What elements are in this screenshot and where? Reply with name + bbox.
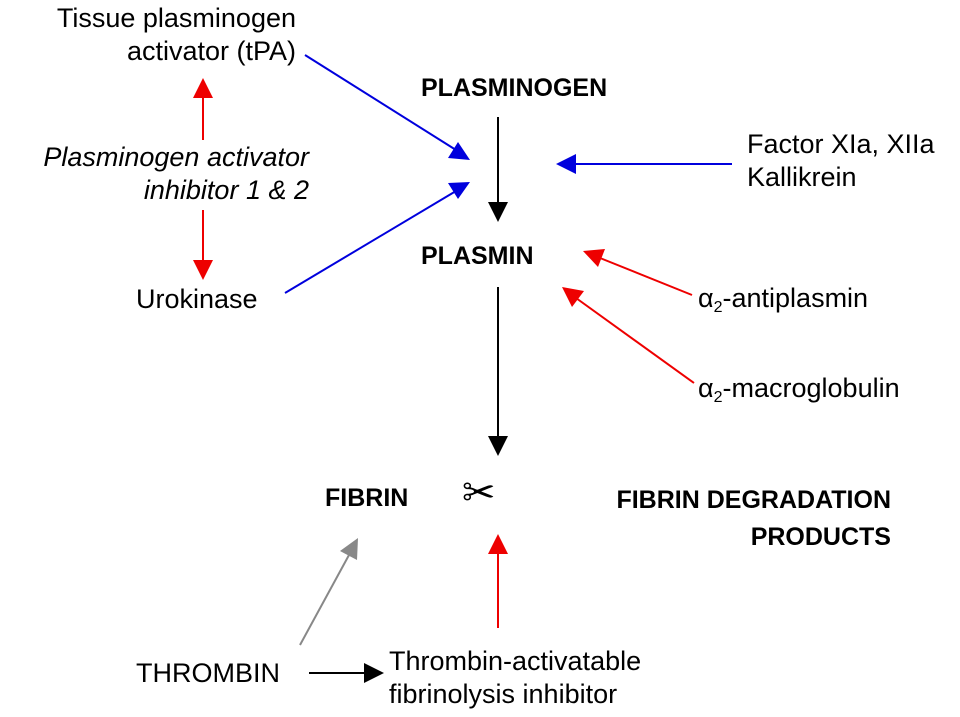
pai-label: Plasminogen activator inhibitor 1 & 2	[43, 142, 309, 205]
factors-label: Factor XIa, XIIa Kallikrein	[747, 129, 935, 192]
urokinase-label: Urokinase	[136, 284, 258, 314]
plasmin-label: PLASMIN	[421, 242, 534, 270]
arrow-antiplasmin-to-plasmin	[583, 249, 693, 296]
arrow-tpa-to-plasmin	[304, 54, 470, 160]
arrow-thrombin-to-fibrin	[299, 538, 358, 646]
arrow-factors-to-plasmin	[556, 154, 732, 174]
arrow-plasmin-to-fibrin	[488, 287, 508, 456]
fibrin-label: FIBRIN	[325, 484, 409, 512]
thrombin-label: THROMBIN	[136, 658, 280, 688]
arrow-macroglobulin-to-plasmin	[562, 287, 695, 384]
macroglobulin-label: α2-macroglobulin	[698, 373, 900, 406]
arrow-pai-to-urokinase	[193, 210, 213, 280]
arrow-tafi-to-scissors	[488, 534, 508, 628]
tpa-label: Tissue plasminogen activator (tPA)	[56, 3, 296, 66]
arrow-pai-to-tpa	[193, 78, 213, 140]
antiplasmin-label: α2-antiplasmin	[698, 283, 869, 316]
arrow-plasminogen-to-plasmin	[488, 117, 508, 222]
scissors-icon: ✂	[462, 471, 496, 515]
arrow-urokinase-to-plasmin	[284, 182, 470, 294]
tafi-label: Thrombin-activatable fibrinolysis inhibi…	[389, 646, 642, 709]
arrow-thrombin-to-tafi	[309, 663, 384, 683]
fdp-label: FIBRIN DEGRADATION PRODUCTS	[616, 486, 891, 551]
plasminogen-label: PLASMINOGEN	[421, 74, 608, 102]
